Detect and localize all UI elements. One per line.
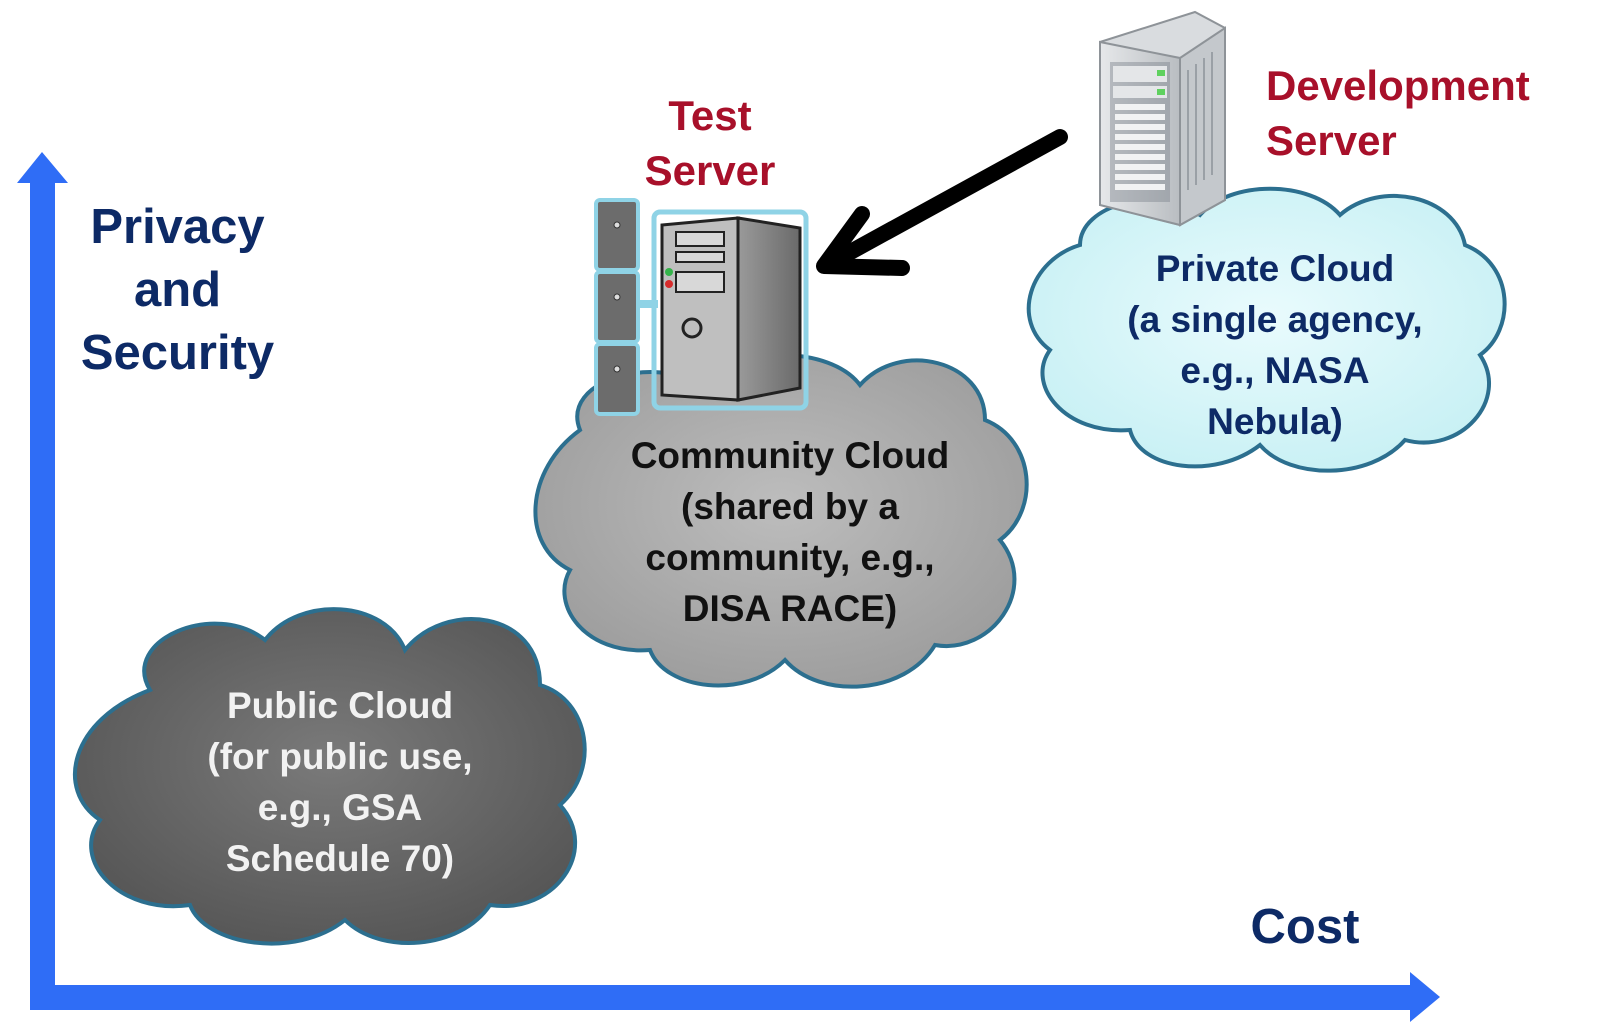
community-cloud-label: Community Cloud (shared by a community, … (630, 435, 950, 629)
rack-server-icon (1099, 10, 1226, 227)
migration-arrow (816, 129, 1068, 276)
y-axis-arrowhead (17, 152, 68, 183)
development-server-label: Development Server (1266, 62, 1530, 164)
public-cloud-label: Public Cloud (for public use, e.g., GSA … (207, 685, 473, 879)
axes (17, 152, 1440, 1022)
public-cloud-shape (73, 607, 587, 946)
private-cloud-label: Private Cloud (a single agency, e.g., NA… (1127, 248, 1423, 442)
x-axis-label: Cost (1250, 900, 1360, 954)
x-axis-arrowhead (1410, 972, 1440, 1022)
x-axis-line (30, 985, 1415, 1010)
private-cloud-shape (1026, 186, 1507, 473)
test-server-label: Test Server (644, 92, 776, 194)
y-axis-label: Privacy and Security (80, 200, 275, 380)
tower-server-icon (594, 198, 809, 416)
y-axis-line (30, 180, 55, 1000)
